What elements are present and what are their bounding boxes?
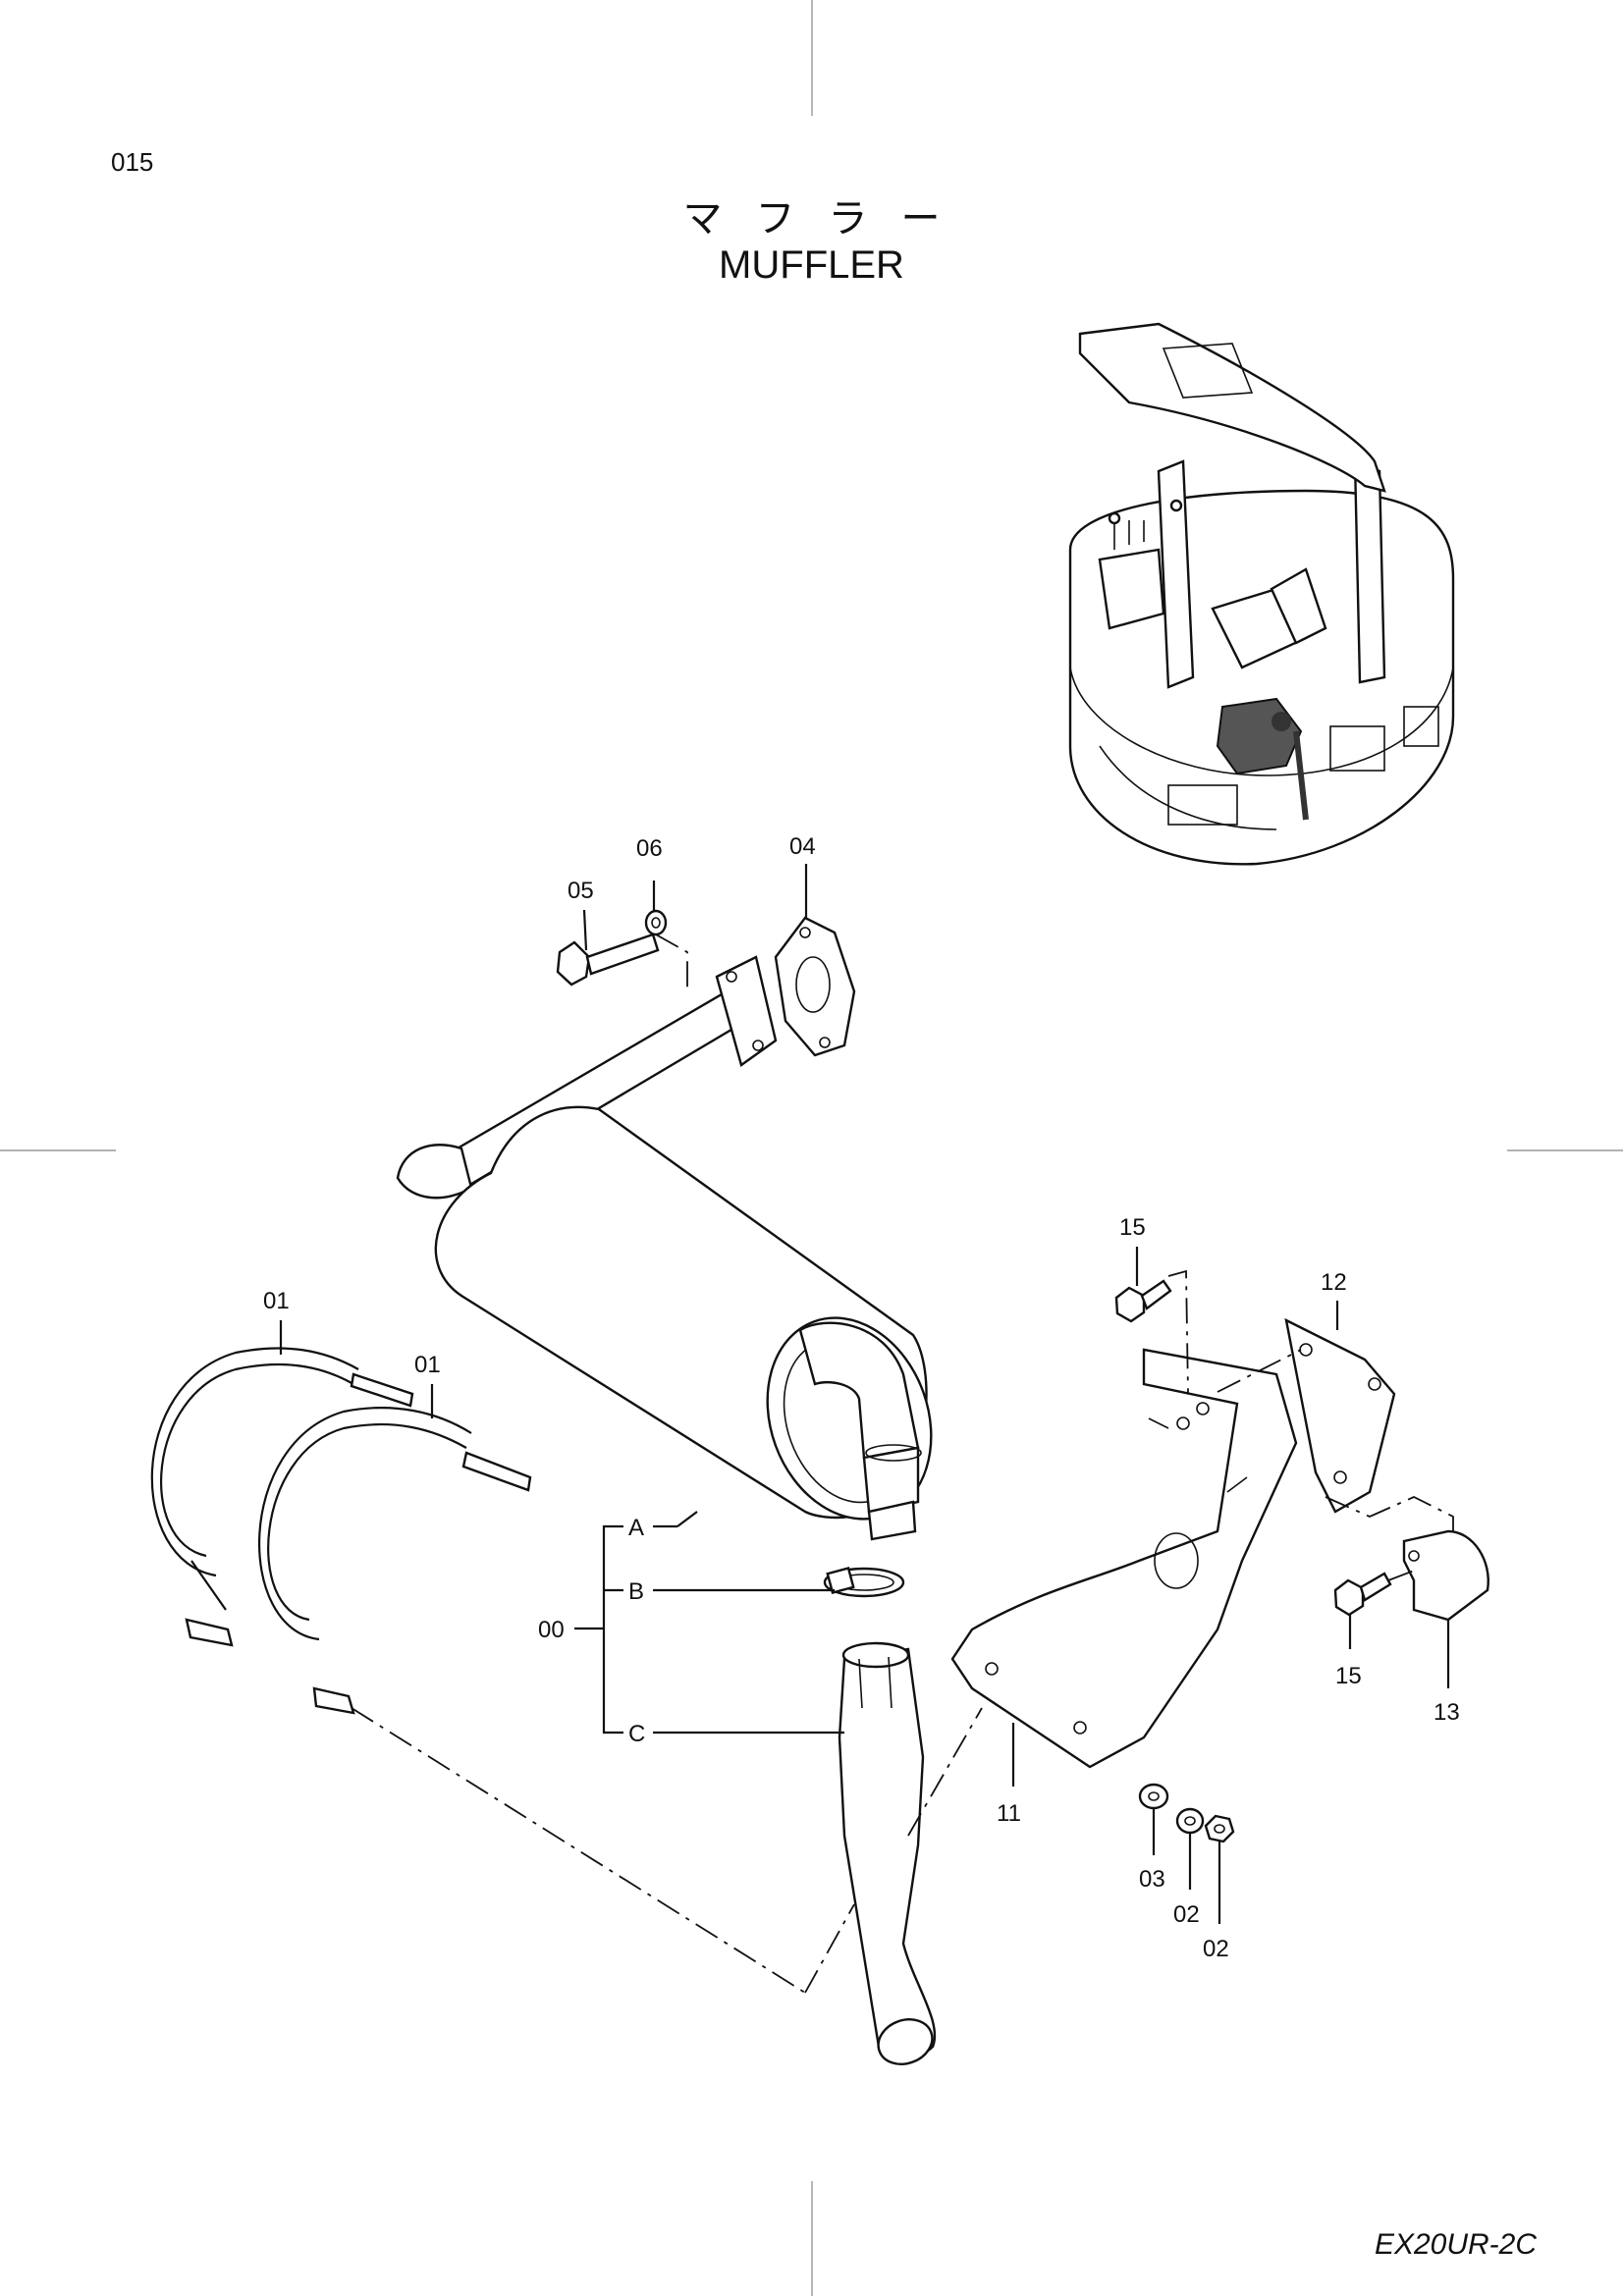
callout-04: 04 [789,833,816,860]
page-number: 015 [111,147,154,177]
bolt-15-lower [1333,1572,1392,1617]
plate-12 [1284,1317,1396,1514]
muffler-body [434,1105,933,1541]
nut-02b [1204,1814,1235,1843]
hose-clamp-b [823,1567,905,1598]
callout-labels: 05 06 04 01 01 15 12 A B 00 C 15 13 11 0… [263,833,1460,1962]
bolt-05 [556,933,660,987]
callout-12: 12 [1321,1269,1347,1296]
callout-01-left: 01 [263,1288,290,1314]
machine-location-illustration [1068,322,1455,866]
callout-15-upper: 15 [1119,1214,1146,1241]
model-code: EX20UR-2C [1374,2228,1537,2261]
callout-05: 05 [568,878,594,904]
callout-13: 13 [1434,1699,1460,1726]
clip-13 [1402,1529,1489,1622]
bolt-15-upper [1114,1279,1172,1323]
assembly-center-lines [351,934,1454,1994]
callout-02-washer: 02 [1173,1901,1200,1928]
gasket-04 [774,916,856,1057]
bracket-11 [950,1348,1298,1769]
washer-06 [644,909,668,936]
callout-15-lower: 15 [1335,1663,1362,1689]
washer-03 [1138,1783,1169,1810]
band-01-left [150,1347,414,1647]
title-japanese: マフラー [682,196,974,241]
leader-lines [279,864,1450,1924]
washer-02a [1175,1807,1205,1835]
callout-00: 00 [538,1617,565,1643]
title-english: MUFFLER [719,243,904,287]
callout-a: A [628,1515,644,1541]
callout-06: 06 [636,835,663,862]
tail-pipe-c [838,1641,937,2065]
callout-02-nut: 02 [1203,1936,1229,1962]
callout-c: C [628,1721,645,1747]
callout-03: 03 [1139,1866,1165,1893]
callout-b: B [628,1578,644,1605]
band-01-right [258,1407,532,1715]
callout-11: 11 [997,1800,1021,1827]
callout-01-right: 01 [414,1352,441,1378]
